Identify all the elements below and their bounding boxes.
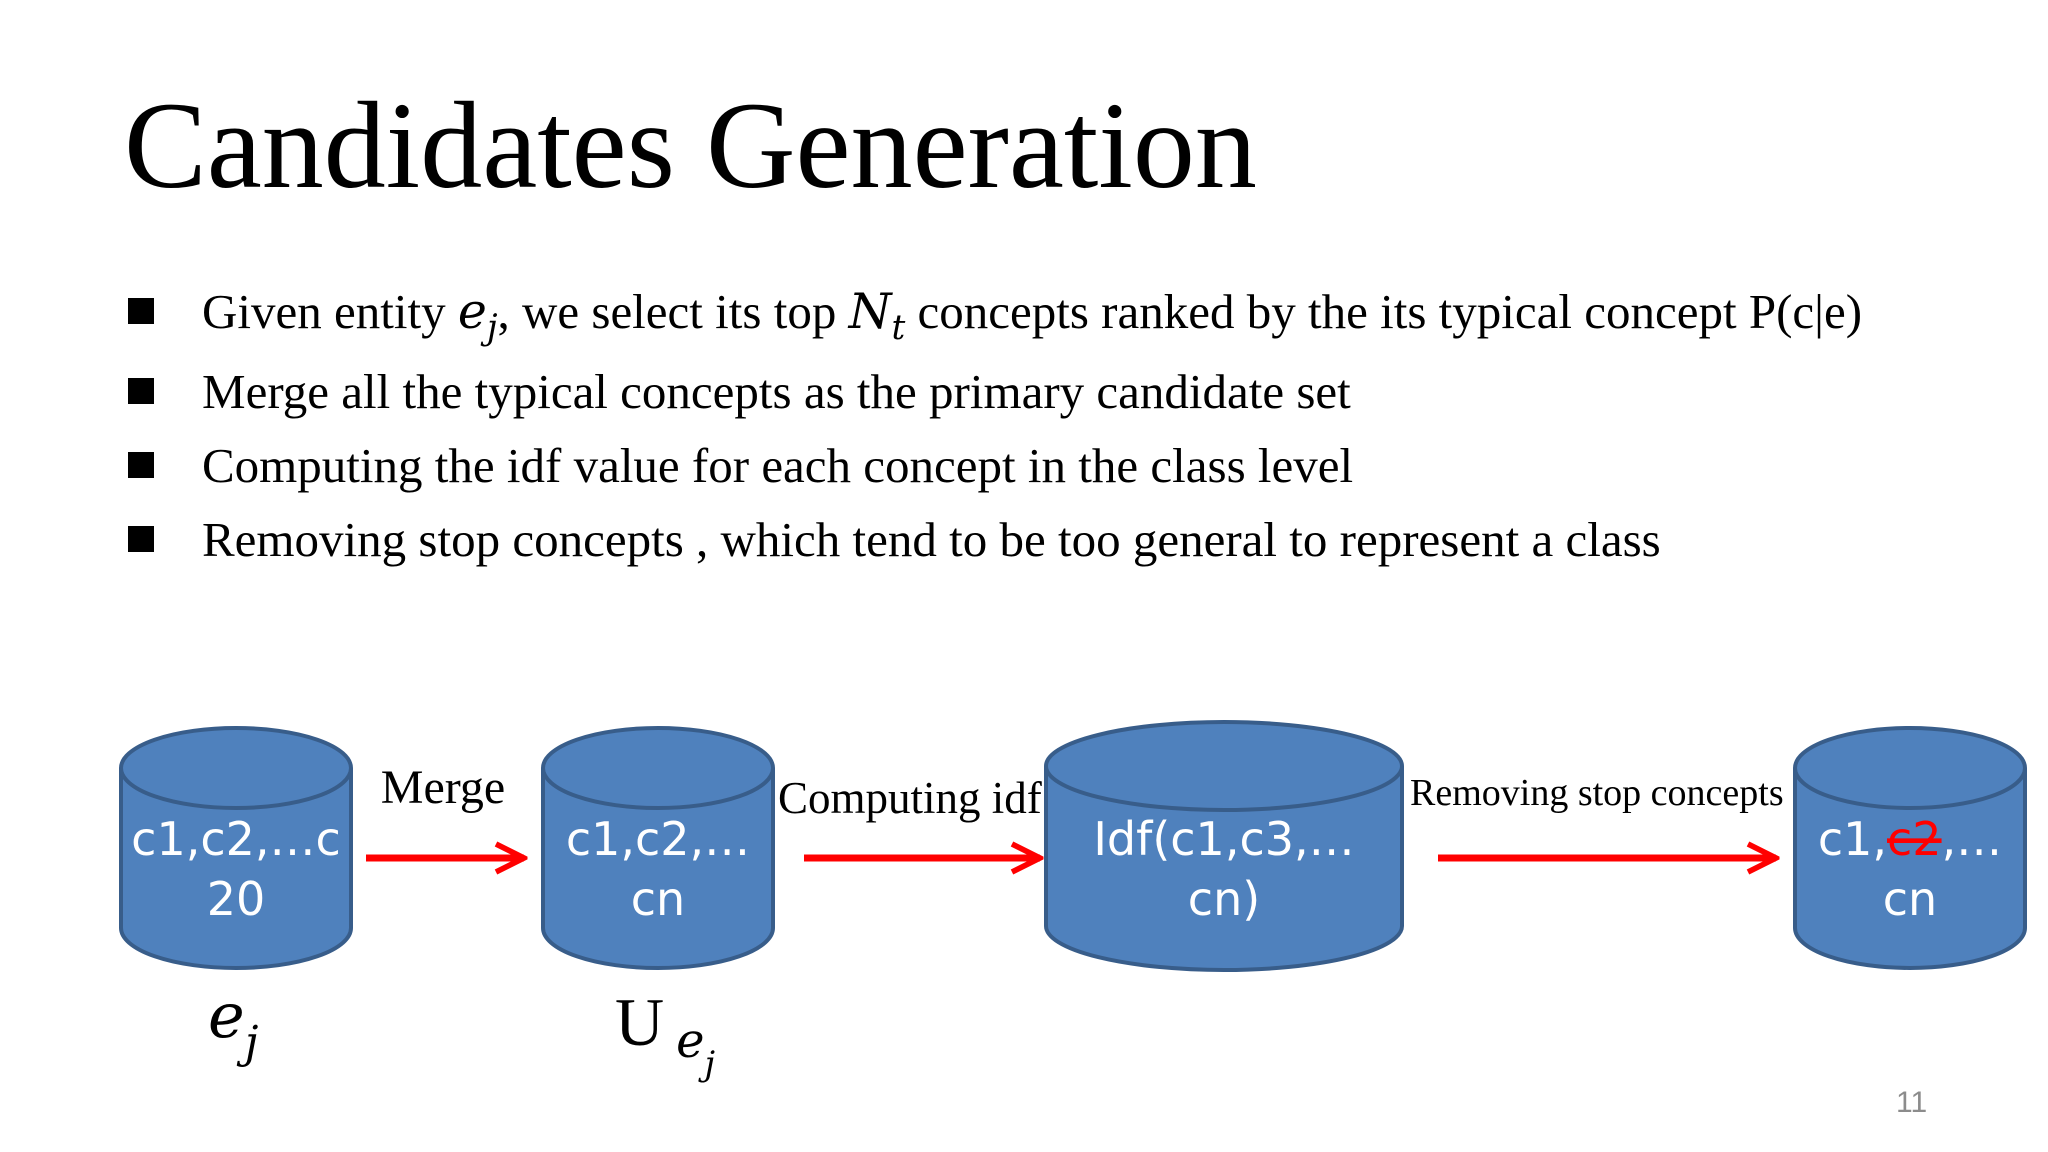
arrow-merge: Merge	[366, 761, 524, 858]
square-bullet-icon	[128, 452, 154, 478]
bullet-text-4: Removing stop concepts , which tend to b…	[202, 512, 1661, 567]
bullet-list: Given entity ej, we select its top Nt co…	[128, 283, 1863, 567]
bullet-text-3: Computing the idf value for each concept…	[202, 438, 1354, 493]
page-number: 11	[1896, 1086, 1928, 1119]
cylinder-4-line-2: cn	[1883, 872, 1937, 926]
square-bullet-icon	[128, 298, 154, 324]
cylinder-entity-concepts: c1,c2,…c 20	[119, 726, 353, 970]
bullet-text-1: Given entity ej, we select its top Nt co…	[202, 283, 1863, 348]
top-n-math-inline: Nt	[848, 283, 906, 348]
cylinder-merged-concepts: c1,c2,… cn	[541, 726, 775, 970]
removing-stop-concepts-label: Removing stop concepts	[1410, 772, 1784, 814]
square-bullet-icon	[128, 378, 154, 404]
arrow-computing-idf: Computing idf	[778, 773, 1042, 858]
cylinder-2-line-2: cn	[631, 872, 685, 926]
cylinder-1-line-1: c1,c2,…c	[131, 812, 341, 866]
cylinder-2-line-1: c1,c2,…	[566, 812, 750, 866]
square-bullet-icon	[128, 526, 154, 552]
cylinder-filtered-concepts: c1,c2,… cn	[1793, 726, 2027, 970]
cylinder-idf-values: Idf(c1,c3,… cn)	[1044, 720, 1404, 972]
slide-title: Candidates Generation	[124, 77, 1257, 214]
cylinder-1-line-2: 20	[207, 872, 266, 926]
bullet-text-2: Merge all the typical concepts as the pr…	[202, 364, 1351, 419]
merge-label: Merge	[381, 761, 505, 814]
arrow-removing-stop-concepts: Removing stop concepts	[1410, 772, 1784, 858]
entity-label: ej	[208, 979, 258, 1068]
entity-math-inline: ej	[457, 283, 498, 348]
computing-idf-label: Computing idf	[778, 773, 1042, 823]
cylinder-3-line-2: cn)	[1188, 872, 1260, 926]
cylinder-3-line-1: Idf(c1,c3,…	[1093, 812, 1354, 866]
